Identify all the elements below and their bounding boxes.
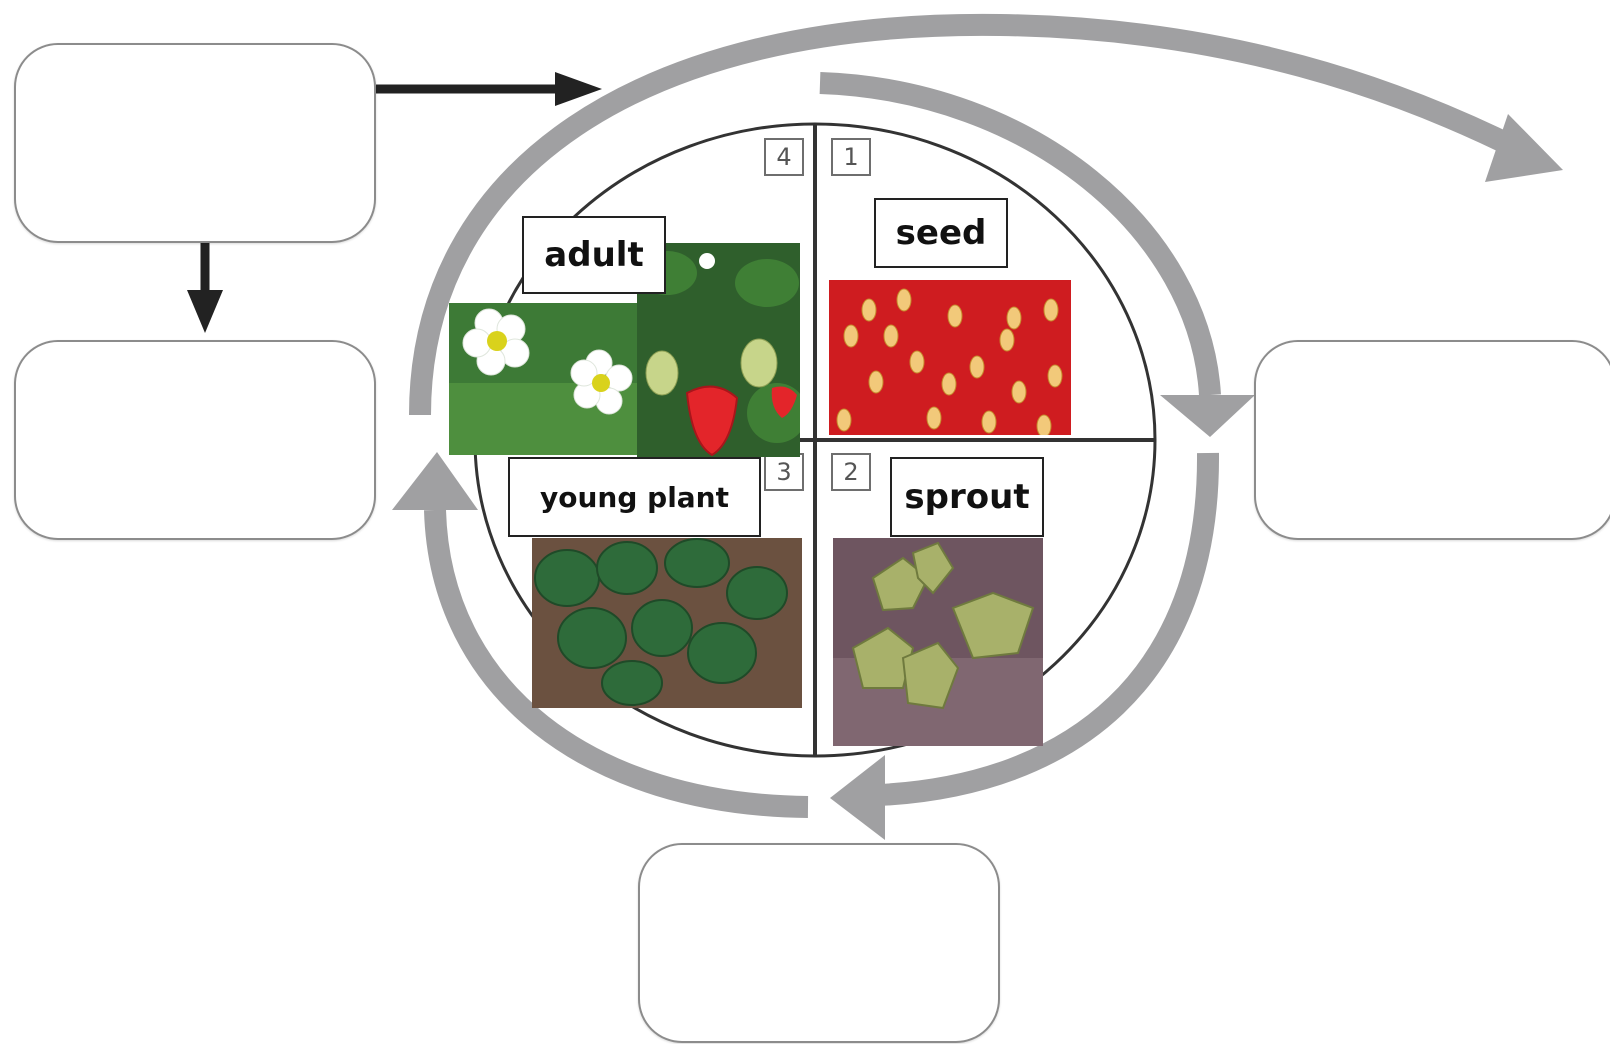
stage-label-young-plant: young plant	[508, 457, 761, 537]
stage-label-seed: seed	[874, 198, 1008, 268]
stage-label-sprout: sprout	[890, 457, 1044, 537]
strawberry-seeds-photo	[829, 280, 1071, 435]
cycle-arrowhead-right	[1160, 395, 1255, 437]
flow-arrow-down-head	[187, 290, 223, 333]
stage-label-adult: adult	[522, 216, 666, 294]
young-strawberry-plant-photo	[532, 538, 802, 708]
strawberry-flower-photo	[449, 303, 637, 455]
cycle-arrowhead-bottom	[830, 755, 885, 840]
stage-number-1: 1	[831, 138, 871, 176]
stage-number-3: 3	[764, 453, 804, 491]
blank-box-bottom[interactable]	[638, 843, 1000, 1043]
blank-box-right[interactable]	[1254, 340, 1610, 540]
blank-box-left[interactable]	[14, 340, 376, 540]
stage-number-4: 4	[764, 138, 804, 176]
stage-number-2: 2	[831, 453, 871, 491]
strawberry-sprout-photo	[833, 538, 1043, 746]
cycle-arrowhead-left	[392, 452, 478, 510]
outer-arc-arrowhead	[1485, 114, 1563, 182]
blank-box-top-left[interactable]	[14, 43, 376, 243]
